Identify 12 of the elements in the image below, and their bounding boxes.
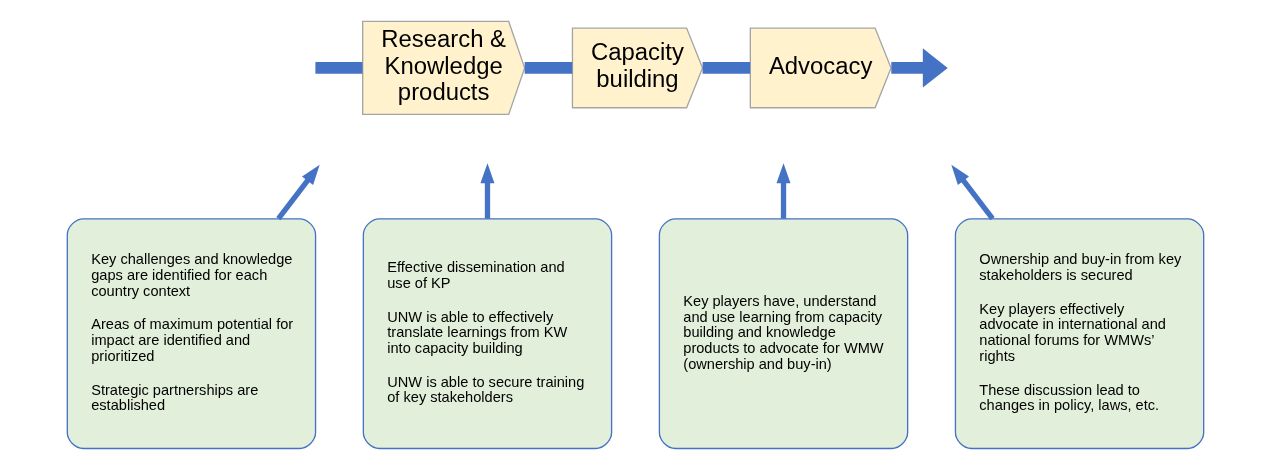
arrow xyxy=(776,163,791,219)
arrow xyxy=(891,48,948,88)
node-box: Ownership and buy-in from key stakeholders is secured Key players effectively advocate in international and national forums for WMWs’ rights These discussion lead to changes in policy, laws, etc. xyxy=(954,218,1205,450)
node-box: Key challenges and knowledge gaps are identified for each country context Areas of maximum potential for impact are identified and prioritized Strategic partnerships are established xyxy=(66,218,317,450)
node-box: Effective dissemination and use of KP UNW is able to effectively translate learnings from KW into capacity building UNW is able to secure training of key stakeholders xyxy=(362,218,613,450)
node-box: Key players have, understand and use learning from capacity building and knowledge products to advocate for WMW (ownership and buy-in) xyxy=(658,218,909,450)
arrow xyxy=(276,164,320,221)
arrow xyxy=(480,163,495,219)
connector xyxy=(315,61,363,74)
arrow xyxy=(951,164,995,221)
connector xyxy=(524,61,573,74)
connector xyxy=(702,61,751,74)
